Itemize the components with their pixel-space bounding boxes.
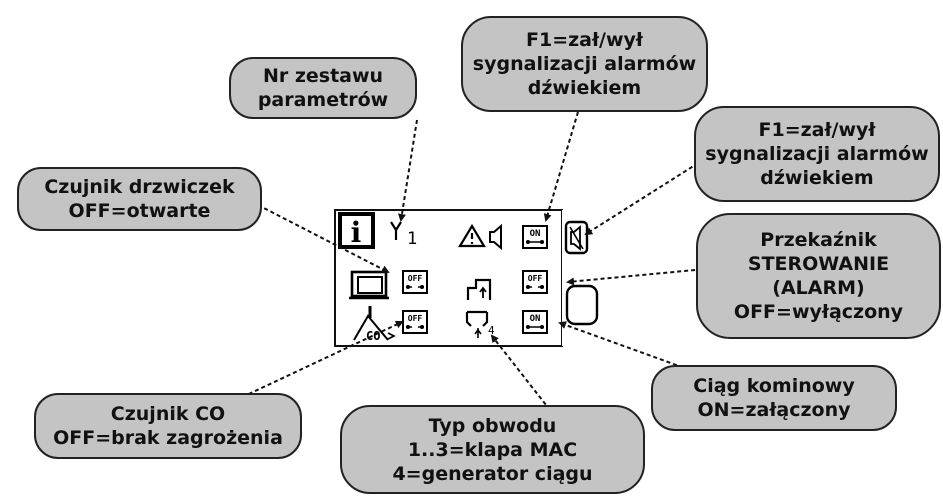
svg-text:CO: CO: [366, 329, 380, 343]
callout-text: Nr zestawu: [262, 65, 384, 87]
callout-f1-right: F1=zał/wył sygnalizacji alarmów dźwiekie…: [694, 106, 940, 202]
callout-text: STEROWANIE: [747, 253, 890, 275]
circuit-number: 4: [488, 324, 495, 337]
callout-text: F1=zał/wył: [526, 29, 643, 51]
callout-text: sygnalizacji alarmów: [472, 53, 697, 75]
callout-text: Ciąg kominowy: [693, 375, 855, 397]
callout-text: OFF=otwarte: [68, 200, 211, 222]
param-set-icon: 1: [390, 221, 417, 249]
switch-co-label: OFF: [408, 314, 423, 323]
callout-text: Typ obwodu: [428, 414, 557, 437]
switch-alarm-sound: ON: [522, 225, 548, 249]
callout-text: dźwiekiem: [527, 77, 642, 99]
callout-text: OFF=brak zagrożenia: [53, 427, 283, 449]
speaker-muted-icon: [564, 220, 589, 255]
leader-door: [257, 204, 390, 273]
callout-text: 1..3=klapa MAC: [407, 438, 578, 461]
callout-text: Czujnik CO: [110, 403, 226, 425]
info-icon-letter: i: [351, 216, 362, 249]
callout-relay: Przekaźnik STEROWANIE (ALARM) OFF=wyłącz…: [696, 213, 941, 339]
callout-f1-top: F1=zał/wył sygnalizacji alarmów dźwiekie…: [461, 16, 708, 112]
leader-circuit: [490, 334, 551, 411]
relay-indicator-icon: [565, 284, 599, 326]
callout-param-set: Nr zestawu parametrów: [229, 57, 417, 119]
door-icon: [349, 270, 389, 300]
callout-door-sensor: Czujnik drzwiczek OFF=otwarte: [17, 167, 262, 231]
leader-chimney: [558, 321, 691, 371]
leader-relay: [566, 267, 717, 286]
callout-text: (ALARM): [772, 277, 865, 299]
co-sensor-icon: CO: [353, 306, 396, 343]
switch-chimney: ON: [522, 310, 548, 334]
circuit-icon: 4: [465, 310, 495, 338]
draft-flap-icon: [466, 278, 492, 300]
switch-relay-label: OFF: [528, 274, 543, 283]
switch-door-label: OFF: [408, 274, 423, 283]
leader-param-set: [397, 119, 418, 222]
callout-text: sygnalizacji alarmów: [705, 143, 929, 165]
callout-text: ON=załączony: [697, 399, 851, 421]
warning-speaker-icon: [458, 223, 502, 251]
callout-chimney: Ciąg kominowy ON=załączony: [651, 365, 897, 431]
callout-text: OFF=wyłączony: [733, 301, 904, 323]
switch-chimney-label: ON: [530, 314, 541, 324]
callout-text: Czujnik drzwiczek: [44, 176, 235, 198]
callout-circuit-type: Typ obwodu 1..3=klapa MAC 4=generator ci…: [340, 405, 645, 494]
leader-f1-top: [543, 111, 579, 222]
callout-text: dźwiekiem: [760, 167, 874, 189]
param-number: 1: [407, 229, 417, 249]
callout-text: Przekaźnik: [760, 229, 877, 251]
switch-relay: OFF: [522, 270, 548, 294]
switch-co: OFF: [402, 310, 428, 334]
info-icon: i: [338, 212, 375, 249]
switch-door: OFF: [402, 270, 428, 294]
leader-co: [235, 320, 404, 401]
callout-co-sensor: Czujnik CO OFF=brak zagrożenia: [34, 393, 302, 459]
switch-alarm-sound-label: ON: [530, 229, 541, 239]
callout-text: F1=zał/wył: [758, 119, 876, 141]
callout-text: parametrów: [257, 89, 389, 111]
leader-f1-right: [584, 147, 723, 236]
callout-text: 4=generator ciągu: [392, 462, 593, 485]
